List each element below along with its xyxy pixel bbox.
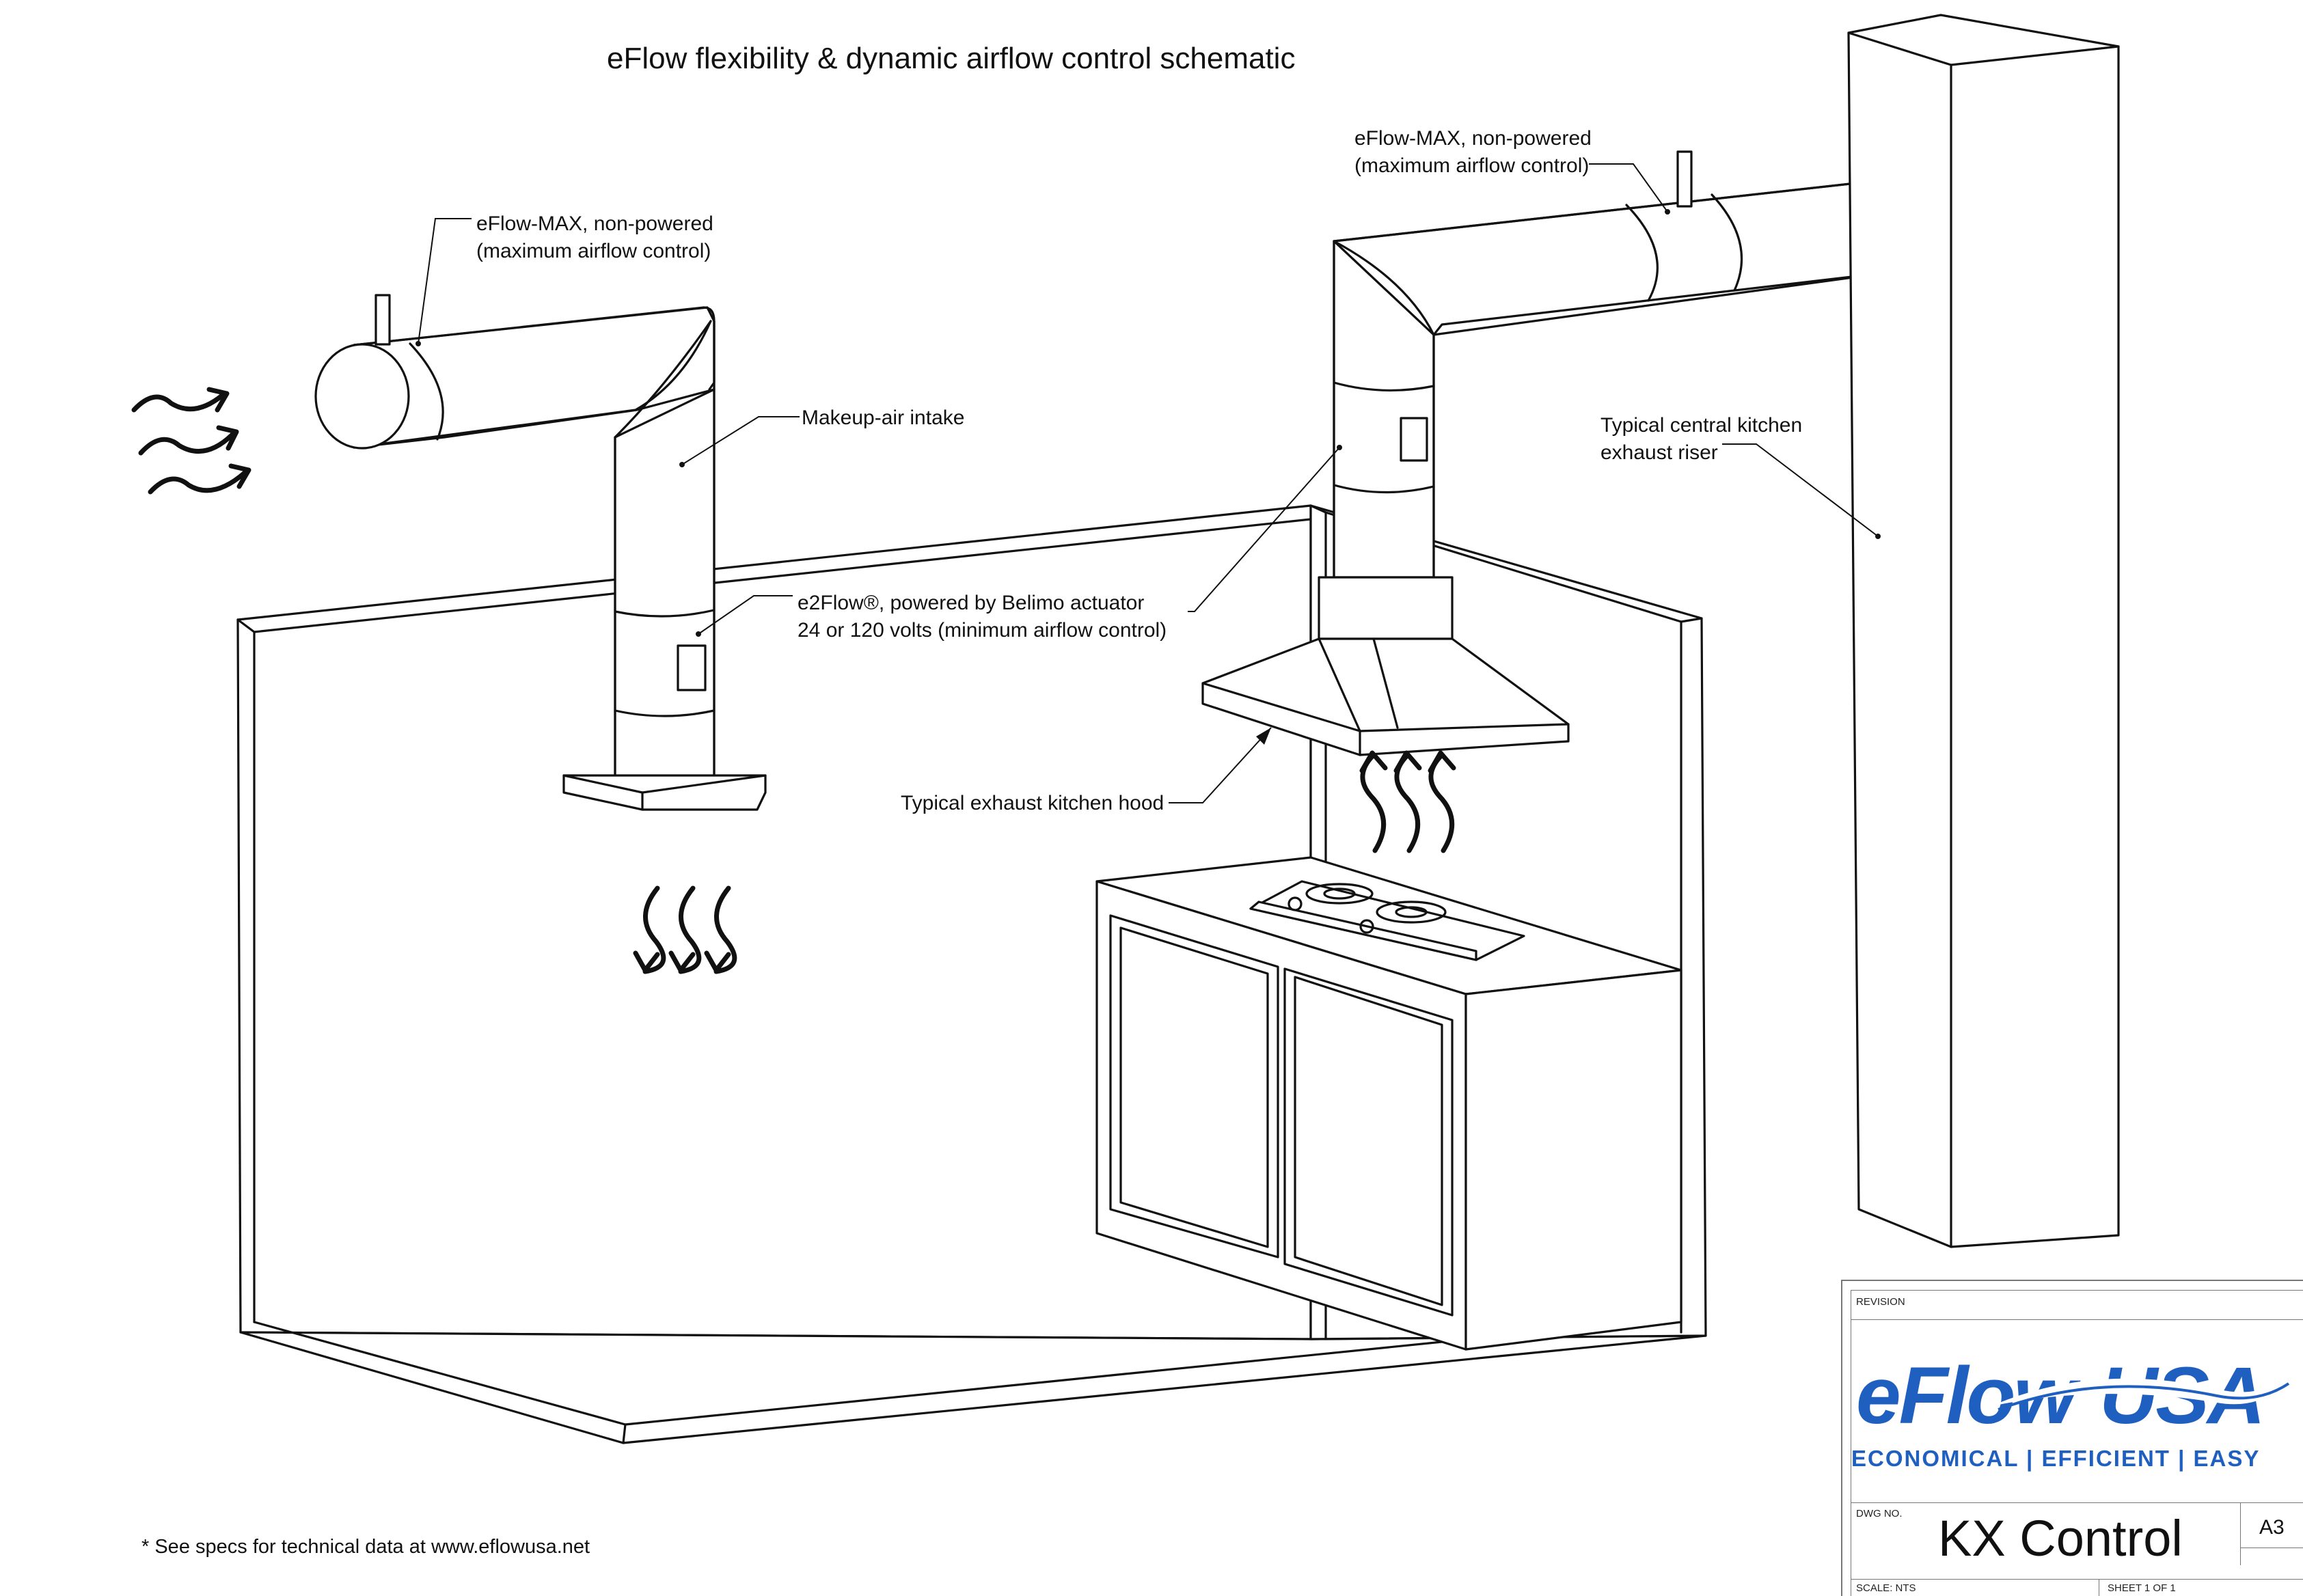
drawing-title: eFlow flexibility & dynamic airflow cont… bbox=[607, 42, 1295, 75]
label-left-damper-2: (maximum airflow control) bbox=[476, 240, 711, 262]
makeup-air-duct bbox=[314, 294, 767, 811]
eflowusa-logo: eFlow USA bbox=[1848, 1351, 2299, 1441]
intake-airflow-arrows bbox=[131, 387, 251, 495]
dwg-no-label: DWG NO. bbox=[1856, 1508, 1903, 1519]
label-riser-2: exhaust riser bbox=[1600, 441, 1718, 464]
sheet-label: SHEET 1 OF 1 bbox=[2108, 1582, 2176, 1594]
logo-tagline: ECONOMICAL | EFFICIENT | EASY bbox=[1851, 1446, 2261, 1471]
cooktop bbox=[1249, 880, 1525, 961]
supply-airflow-arrows bbox=[633, 885, 737, 974]
base-cabinet bbox=[1095, 856, 1682, 1351]
leader-lines bbox=[415, 163, 1881, 803]
label-e2flow-1: e2Flow®, powered by Belimo actuator bbox=[798, 592, 1144, 614]
label-right-damper-1: eFlow-MAX, non-powered bbox=[1354, 127, 1592, 150]
exhaust-airflow-arrows bbox=[1359, 750, 1456, 853]
label-e2flow-2: 24 or 120 volts (minimum airflow control… bbox=[798, 619, 1167, 642]
title-block: REVISION eFlow USA ECONOMICAL | EFFICIEN… bbox=[1841, 1280, 2303, 1596]
label-right-damper-2: (maximum airflow control) bbox=[1354, 154, 1589, 177]
revision-label: REVISION bbox=[1856, 1296, 1905, 1308]
label-left-damper-1: eFlow-MAX, non-powered bbox=[476, 212, 713, 235]
label-makeup-air: Makeup-air intake bbox=[802, 407, 964, 429]
scale-label: SCALE: NTS bbox=[1856, 1582, 1916, 1594]
sheet-size: A3 bbox=[2259, 1516, 2285, 1539]
label-riser-1: Typical central kitchen bbox=[1600, 414, 1802, 437]
logo-swoosh-icon bbox=[1991, 1375, 2292, 1411]
exhaust-riser bbox=[1847, 14, 2120, 1248]
drawing-name: KX Control bbox=[1938, 1510, 2183, 1567]
footnote: * See specs for technical data at www.ef… bbox=[141, 1536, 590, 1558]
label-hood: Typical exhaust kitchen hood bbox=[901, 792, 1164, 814]
